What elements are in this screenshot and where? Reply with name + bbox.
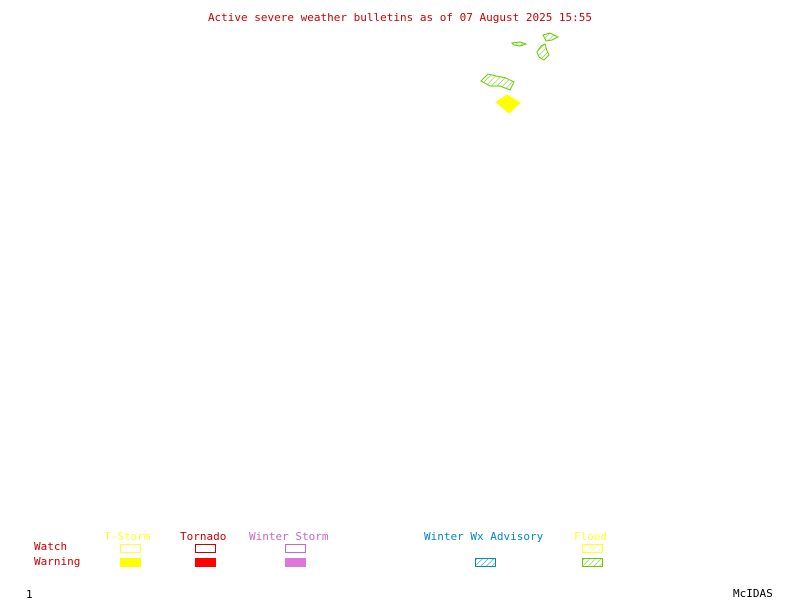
flood-warning-polygon xyxy=(480,73,515,91)
legend-header-winter-wx-advisory: Winter Wx Advisory xyxy=(424,530,544,543)
legend-header-tornado: Tornado xyxy=(180,530,227,543)
flood-warning-swatch xyxy=(582,558,603,567)
flood-warning-polygon xyxy=(510,41,528,47)
mcidas-brand: McIDAS xyxy=(733,587,773,600)
winter-wx-advisory-swatch xyxy=(475,558,496,567)
legend-row-warning: Warning xyxy=(34,555,81,568)
legend-header-winter-storm: Winter Storm xyxy=(249,530,329,543)
tstorm-warning-swatch xyxy=(120,558,141,567)
tstorm-watch-swatch xyxy=(120,544,141,553)
tornado-watch-swatch xyxy=(195,544,216,553)
legend-header-tstorm: T-Storm xyxy=(104,530,151,543)
frame-number: 1 xyxy=(26,588,33,600)
flood-warning-polygon xyxy=(542,32,560,42)
legend-row-watch: Watch xyxy=(34,540,68,553)
tornado-warning-swatch xyxy=(195,558,216,567)
bulletin-title: Active severe weather bulletins as of 07… xyxy=(207,11,593,24)
winter-storm-watch-swatch xyxy=(285,544,306,553)
flood-warning-polygon xyxy=(536,43,550,61)
tstorm-warning-polygon xyxy=(495,94,521,114)
legend-header-flood: Flood xyxy=(574,530,608,543)
winter-storm-warning-swatch xyxy=(285,558,306,567)
flood-watch-swatch xyxy=(582,544,603,553)
